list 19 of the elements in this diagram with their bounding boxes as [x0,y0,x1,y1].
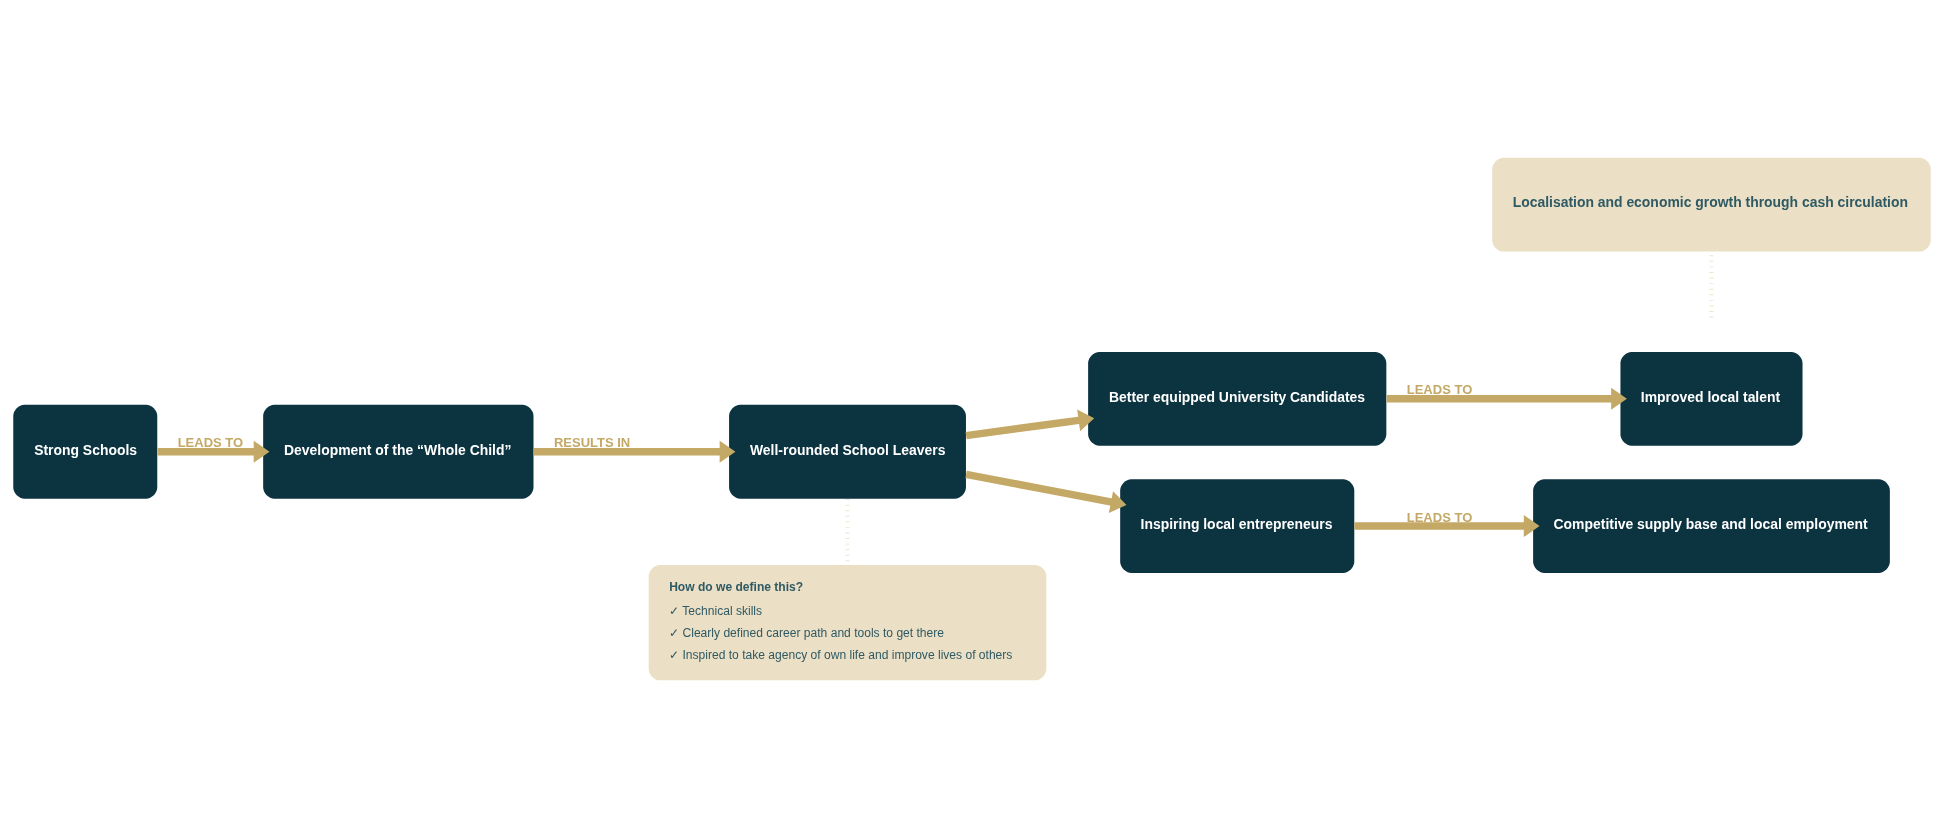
edge-label: LEADS TO [177,435,244,451]
arrow [1386,387,1627,410]
node-box: Strong Schools [13,404,158,499]
node-box: Localisation and economic growth through cash circulation [1492,157,1931,252]
arrow [965,470,1127,513]
node-box: Well-rounded School Leavers [729,404,966,499]
node-box: Competitive supply base and local employment [1533,479,1890,573]
edge-label: LEADS TO [1406,382,1473,398]
node-box: Better equipped University Candidates [1088,351,1387,446]
node-box: Improved local talent [1620,351,1803,446]
node-box: Inspiring local entrepreneurs [1120,479,1355,573]
arrow [1354,515,1540,538]
arrow [533,440,736,463]
node-box: How do we define this? ✓ Technical skills ✓ Clearly defined career path and tools to get there ✓ Inspired to take agency of own life and improve lives of others [648,565,1047,681]
arrow [965,409,1095,440]
edge-label: LEADS TO [1406,509,1473,525]
arrow [157,440,270,463]
edge-label: RESULTS IN [553,435,631,451]
node-box: Development of the “Whole Child” [263,404,534,499]
